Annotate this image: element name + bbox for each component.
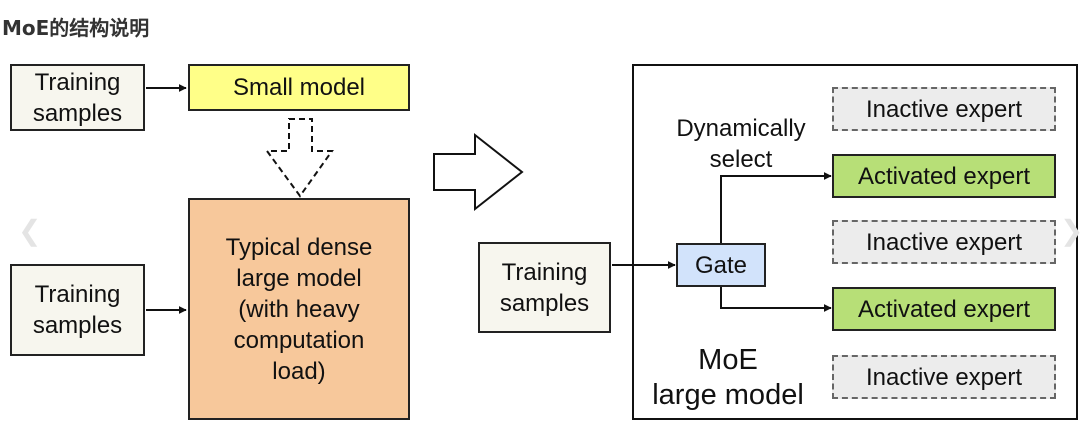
- gate-box: Gate: [676, 243, 766, 287]
- chevron-right-icon[interactable]: ❯: [1060, 215, 1084, 246]
- expert-box-4: Activated expert: [832, 287, 1056, 331]
- moe-large-model-label: MoE large model: [652, 344, 804, 411]
- training-samples-box-right: Training samples: [478, 242, 611, 333]
- arrow-gate-to-expert-1: [720, 172, 832, 243]
- training-samples-box-bottom: Training samples: [10, 264, 145, 356]
- big-right-arrow: [433, 132, 524, 212]
- moe-frame: [632, 64, 1078, 420]
- chevron-left-icon[interactable]: ❮: [18, 215, 42, 246]
- dashed-down-arrow: [265, 118, 334, 198]
- expert-box-1: Inactive expert: [832, 87, 1056, 131]
- expert-box-5: Inactive expert: [832, 355, 1056, 399]
- dynamically-select-label: Dynamically select: [676, 115, 806, 173]
- training-samples-box-top: Training samples: [10, 64, 145, 131]
- arrow-gate-to-expert-3: [720, 287, 832, 312]
- dense-model-box: Typical dense large model (with heavy co…: [188, 198, 410, 420]
- page-title: MoE的结构说明: [2, 16, 150, 40]
- expert-box-3: Inactive expert: [832, 220, 1056, 264]
- small-model-box: Small model: [188, 64, 410, 111]
- expert-box-2: Activated expert: [832, 154, 1056, 198]
